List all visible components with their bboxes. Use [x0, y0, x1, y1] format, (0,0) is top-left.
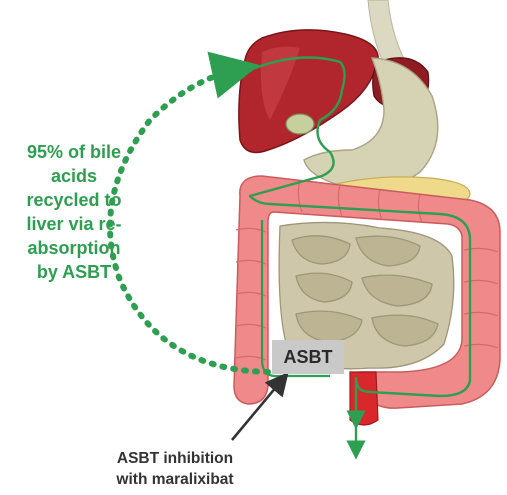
asbt-label-box: ASBT	[272, 340, 344, 374]
liver	[239, 30, 378, 153]
callout-line: absorption	[4, 236, 144, 260]
callout-line: recycled to	[4, 188, 144, 212]
inhibition-line: with maralixibat	[100, 469, 250, 490]
asbt-label: ASBT	[284, 347, 333, 368]
callout-line: 95% of bile	[4, 140, 144, 164]
callout-line: by ASBT	[4, 260, 144, 284]
recycling-callout: 95% of bile acids recycled to liver via …	[4, 140, 144, 284]
inhibition-caption: ASBT inhibition with maralixibat	[100, 448, 250, 490]
inhibition-line: ASBT inhibition	[100, 448, 250, 469]
gallbladder	[286, 114, 314, 134]
callout-line: acids	[4, 164, 144, 188]
rectum	[350, 372, 378, 425]
callout-line: liver via re-	[4, 212, 144, 236]
